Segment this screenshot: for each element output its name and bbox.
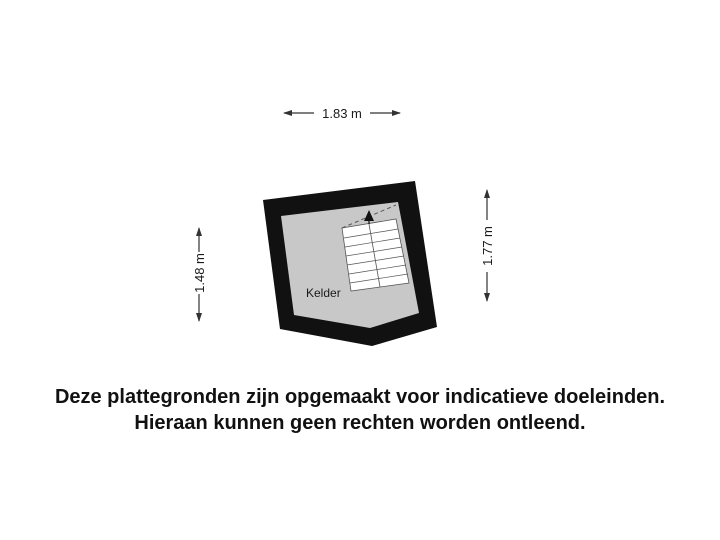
- arrow-down-icon: [196, 313, 202, 322]
- disclaimer-line-1: Deze plattegronden zijn opgemaakt voor i…: [54, 386, 666, 408]
- stair-step: [343, 228, 399, 239]
- stair-step: [344, 237, 401, 248]
- dimension-right-label: 1.77 m: [480, 226, 495, 266]
- stair-step: [349, 273, 409, 284]
- dimension-left: 1.48 m: [192, 227, 207, 322]
- arrow-left-icon: [283, 110, 292, 116]
- staircase: [341, 204, 410, 292]
- dimension-right: 1.77 m: [480, 189, 495, 302]
- arrow-up-icon: [364, 210, 374, 221]
- dimension-top: 1.83 m: [283, 106, 401, 121]
- arrow-up-icon: [196, 227, 202, 236]
- stair-outline: [341, 218, 410, 292]
- dimension-left-label: 1.48 m: [192, 253, 207, 293]
- arrow-right-icon: [392, 110, 401, 116]
- dimension-top-label: 1.83 m: [322, 106, 362, 121]
- stair-step: [346, 255, 405, 266]
- room-label: Kelder: [306, 286, 341, 300]
- stair-step: [345, 246, 403, 257]
- arrow-up-icon: [484, 189, 490, 198]
- stair-divider: [368, 223, 381, 288]
- stair-step: [348, 264, 407, 275]
- arrow-down-icon: [484, 293, 490, 302]
- disclaimer-line-2: Hieraan kunnen geen rechten worden ontle…: [134, 412, 586, 434]
